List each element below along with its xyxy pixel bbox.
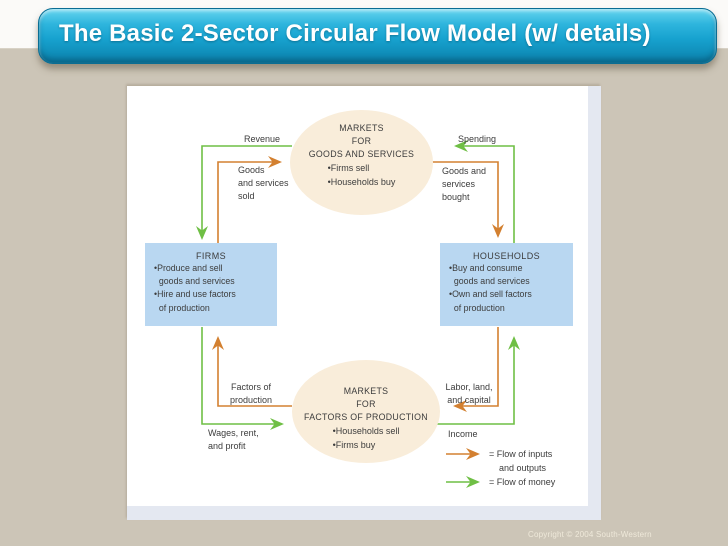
households-bullets: •Buy and consume goods and services •Own… [449, 263, 532, 313]
wages-label: Wages, rent, and profit [208, 428, 259, 451]
factors-market-title: MARKETS FOR FACTORS OF PRODUCTION [304, 386, 428, 422]
copyright-text: Copyright © 2004 South-Western [528, 530, 652, 539]
income-label: Income [448, 429, 478, 439]
goods-market-node: MARKETS FOR GOODS AND SERVICES •Firms se… [290, 110, 433, 215]
revenue-label: Revenue [243, 134, 281, 144]
firms-bullets: •Produce and sell goods and services •Hi… [154, 263, 236, 313]
goods-bought-label: Goods and services bought [442, 166, 487, 202]
households-title: HOUSEHOLDS [472, 251, 540, 261]
factors-market-node: MARKETS FOR FACTORS OF PRODUCTION •House… [292, 360, 440, 463]
factors-of-production-label: Factors of production [229, 382, 273, 405]
title-bar: The Basic 2-Sector Circular Flow Model (… [38, 8, 717, 64]
goods-market-title: MARKETS FOR GOODS AND SERVICES [308, 123, 415, 159]
slide-title: The Basic 2-Sector Circular Flow Model (… [59, 20, 651, 47]
firms-node: FIRMS •Produce and sell goods and servic… [145, 243, 277, 326]
labor-label: Labor, land, and capital [445, 382, 493, 405]
households-node: HOUSEHOLDS •Buy and consume goods and se… [440, 243, 573, 326]
legend-inputs-label: = Flow of inputs and outputs [489, 449, 553, 473]
firms-title: FIRMS [196, 251, 226, 261]
goods-sold-label: Goods and services sold [238, 165, 289, 201]
goods-market-bullets: •Firms sell •Households buy [327, 163, 396, 187]
spending-label: Spending [457, 134, 497, 144]
factors-market-bullets: •Households sell •Firms buy [332, 426, 400, 450]
legend-money-label: = Flow of money [489, 477, 556, 487]
